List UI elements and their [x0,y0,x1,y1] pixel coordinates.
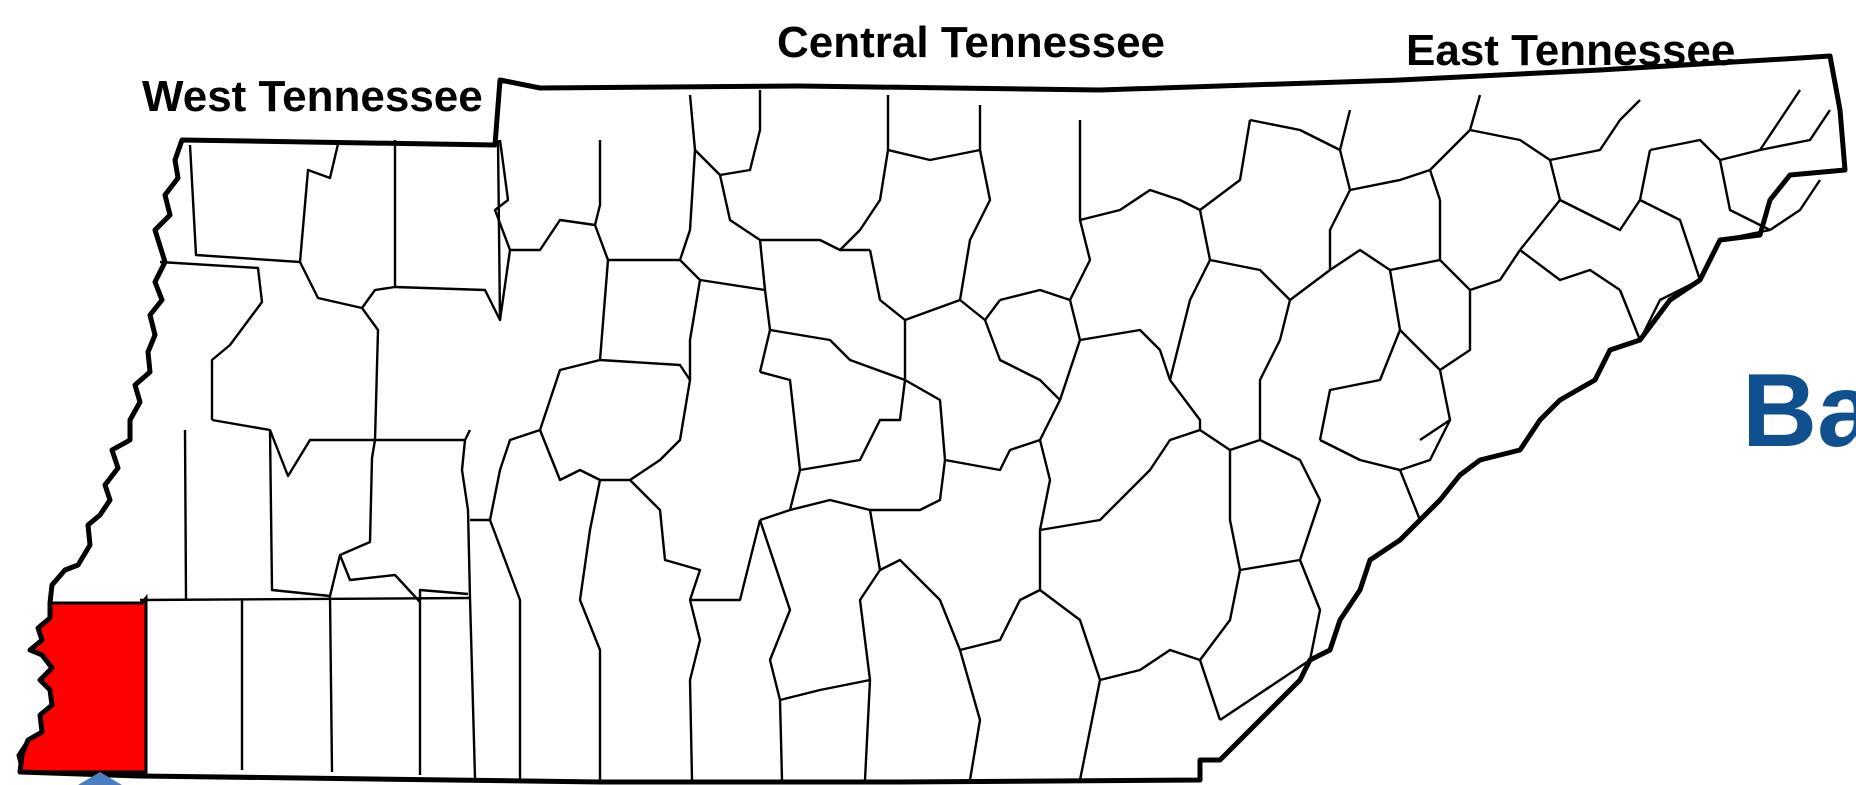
county-boundaries [139,89,1831,781]
east-tennessee-label: East Tennessee [1406,26,1736,75]
state-outline [17,53,1848,785]
central-tennessee-label: Central Tennessee [777,18,1166,67]
arrow-up-icon [78,772,122,785]
highlighted-county [16,593,148,774]
partial-title: Ba [1742,353,1856,469]
west-tennessee-label: West Tennessee [142,72,483,121]
